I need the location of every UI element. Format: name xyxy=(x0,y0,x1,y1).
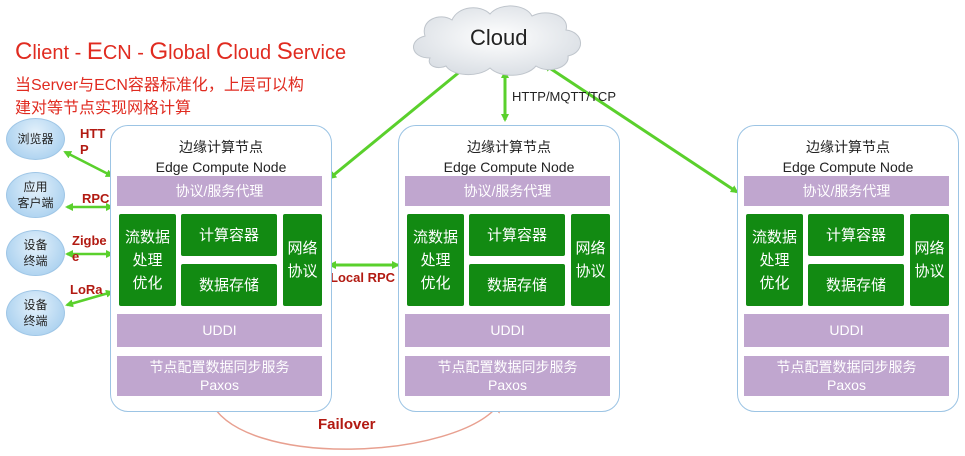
stream-processing-box: 流数据 处理 优化 xyxy=(746,214,803,306)
protocol-zigbee: Zigbe e xyxy=(72,233,107,264)
sync-band: 节点配置数据同步服务 Paxos xyxy=(405,356,610,396)
local-rpc-label: Local RPC xyxy=(330,270,396,285)
arrow-client-browser xyxy=(63,150,114,178)
stream-processing-box: 流数据 处理 优化 xyxy=(407,214,464,306)
data-storage-box: 数据存储 xyxy=(181,264,277,306)
edge-node-2: 边缘计算节点 Edge Compute Node 协议/服务代理 流数据 处理 … xyxy=(398,125,620,412)
stream-processing-box: 流数据 处理 优化 xyxy=(119,214,176,306)
client-label: 应用 客户端 xyxy=(17,180,54,210)
network-protocol-box: 网络 协议 xyxy=(571,214,610,306)
protocol-rpc: RPC xyxy=(82,191,110,206)
arrow-cloud-node1 xyxy=(328,63,470,180)
arrow-cloud-node3 xyxy=(543,63,739,194)
paxos-label: Paxos xyxy=(488,377,527,393)
node-title-en: Edge Compute Node xyxy=(155,159,287,175)
sync-label: 节点配置数据同步服务 xyxy=(149,359,290,375)
uddi-band: UDDI xyxy=(744,314,949,347)
protocol-http: HTT P xyxy=(80,126,106,157)
network-protocol-box: 网络 协议 xyxy=(910,214,949,306)
proxy-band: 协议/服务代理 xyxy=(405,176,610,206)
client-app: 应用 客户端 xyxy=(6,172,65,218)
sync-band: 节点配置数据同步服务 Paxos xyxy=(117,356,322,396)
failover-label: Failover xyxy=(318,416,376,433)
node-title-cn: 边缘计算节点 xyxy=(179,139,263,155)
network-protocol-box: 网络 协议 xyxy=(283,214,322,306)
sync-band: 节点配置数据同步服务 Paxos xyxy=(744,356,949,396)
node-title-cn: 边缘计算节点 xyxy=(467,139,551,155)
client-browser: 浏览器 xyxy=(6,118,65,160)
paxos-label: Paxos xyxy=(827,377,866,393)
node-title-en: Edge Compute Node xyxy=(443,159,575,175)
failover-arrow xyxy=(209,399,500,450)
data-storage-box: 数据存储 xyxy=(469,264,565,306)
client-label: 浏览器 xyxy=(17,132,54,146)
proxy-band: 协议/服务代理 xyxy=(117,176,322,206)
node-title-cn: 边缘计算节点 xyxy=(806,139,890,155)
edge-node-3: 边缘计算节点 Edge Compute Node 协议/服务代理 流数据 处理 … xyxy=(737,125,959,412)
uddi-band: UDDI xyxy=(405,314,610,347)
uddi-band: UDDI xyxy=(117,314,322,347)
client-device-2: 设备 终端 xyxy=(6,290,65,336)
diagram-subtitle: 当Server与ECN容器标准化，上层可以构建对等节点实现网格计算 xyxy=(15,77,304,117)
client-label: 设备 终端 xyxy=(23,238,48,268)
arrow-client-device2 xyxy=(65,289,114,308)
compute-container-box: 计算容器 xyxy=(808,214,904,256)
edge-node-1: 边缘计算节点 Edge Compute Node 协议/服务代理 流数据 处理 … xyxy=(110,125,332,412)
sync-label: 节点配置数据同步服务 xyxy=(776,359,917,375)
cloud-label: Cloud xyxy=(470,25,528,50)
client-device-1: 设备 终端 xyxy=(6,230,65,276)
node-title-en: Edge Compute Node xyxy=(782,159,914,175)
cloud-protocol-label: HTTP/MQTT/TCP xyxy=(512,89,616,104)
paxos-label: Paxos xyxy=(200,377,239,393)
client-label: 设备 终端 xyxy=(23,298,48,328)
proxy-band: 协议/服务代理 xyxy=(744,176,949,206)
protocol-lora: LoRa xyxy=(70,282,103,297)
sync-label: 节点配置数据同步服务 xyxy=(437,359,578,375)
compute-container-box: 计算容器 xyxy=(469,214,565,256)
data-storage-box: 数据存储 xyxy=(808,264,904,306)
compute-container-box: 计算容器 xyxy=(181,214,277,256)
diagram-title: Client - ECN - Global Cloud Service xyxy=(15,38,347,65)
